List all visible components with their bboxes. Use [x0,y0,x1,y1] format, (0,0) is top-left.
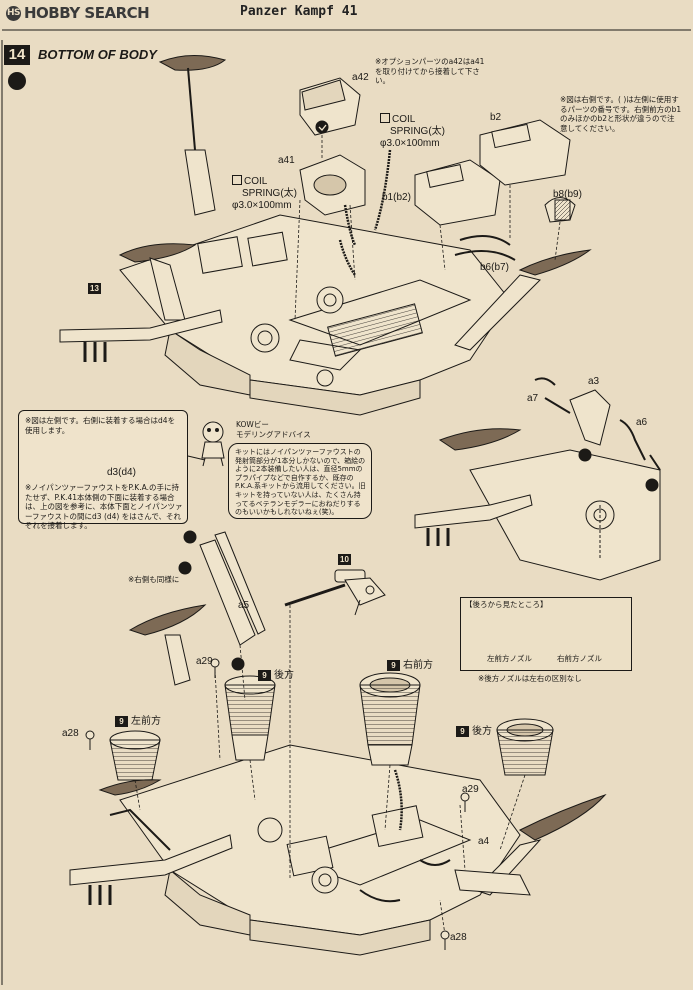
kow-header: KOWビー モデリングアドバイス [236,420,311,439]
label-a5: a5 [238,600,250,611]
pin-parts [85,561,470,950]
rear-view-note: ※後方ノズルは左右の区別なし [478,674,582,683]
label-a3: a3 [588,376,600,387]
lower-left-leg [69,604,233,905]
lower-body-assembly [119,744,521,956]
nozzle-rear-right [496,718,554,776]
step-title: BOTTOM OF BODY [38,47,157,62]
kow-subtitle: モデリングアドバイス [236,429,311,439]
nozzle-left-front [109,730,161,781]
lower-coil-spring [393,769,403,831]
label-b2: b2 [490,112,502,123]
label-a41: a41 [278,155,295,166]
nozzle-rear-left [224,675,276,761]
label-a7: a7 [527,393,539,404]
label-b8b9: b8(b9) [553,189,582,200]
rear-view-left-label: 左前方ノズル [487,654,532,663]
coil-spring-right: COIL SPRING(太) φ3.0×100mm [380,113,445,150]
upper-right-leg [454,249,592,351]
nozzle-right-front [359,672,421,766]
kow-text: キットにはノイパンツァーファウストの発射筒部分が1本分しかないので、箱絵のように… [235,448,366,517]
label-a28-bottom: a28 [450,932,467,943]
left-note-top: ※図は左側です。右側に装着する場合はd4を使用します。 [25,416,176,435]
coil-right-line1: COIL [392,114,416,125]
a5-arm [183,530,266,646]
right-side-note: ※図は右側です。( )は左側に使用するパーツの番号です。右側前方のb1のみほかの… [560,95,682,133]
upper-body-assembly [119,214,511,416]
panzerfaust-drawing [284,569,386,616]
lower-leader-lines [134,605,526,936]
label-a28-top: a28 [62,728,79,739]
kow-advice-box: キットにはノイパンツァーファウストの発射筒部分が1本分しかないので、箱絵のように… [228,443,372,519]
a41-a42-covers [299,77,392,246]
label-d3d4: d3(d4) [107,467,136,478]
model-name: Panzer Kampf 41 [240,4,358,19]
b1-b2-blocks [414,119,576,261]
kow-name: KOWビー [236,420,269,429]
label-a4: a4 [478,836,490,847]
step-number: 14 [4,45,30,65]
top-leader-lines [294,135,561,321]
left-note-bottom: ※ノイパンツァーファウストをP.K.A.の手に持たせず、P.K.41本体側の下面… [25,483,183,530]
label-a29-top: a29 [196,656,213,667]
mid-right-subassembly [414,377,661,581]
watermark-text: HOBBY SEARCH [24,4,150,22]
lower-right-leg [454,793,607,896]
coil-left-line1: COIL [244,176,268,187]
rear-view-right-label: 右前方ノズル [557,654,602,663]
coil-spring-left: COIL SPRING(太) φ3.0×100mm [232,175,297,212]
label-b6b7: b6(b7) [480,262,509,273]
checkbox-square-icon [232,175,242,185]
label-a29-bottom: a29 [462,784,479,795]
left-note-box: ※図は左側です。右側に装着する場合はd4を使用します。 d3(d4) ※ノイパン… [18,410,188,530]
label-a42: a42 [352,72,369,83]
coil-left-line3: φ3.0×100mm [232,200,292,211]
coil-right-line2: SPRING(太) [390,126,445,137]
label-b1b2: b1(b2) [382,192,411,203]
same-right-note: ※右側も同様に [128,575,180,584]
coil-left-line2: SPRING(太) [242,188,297,199]
ref-10: 10 [338,549,354,568]
rear-view-title: 【後ろから見たところ】 [465,600,548,609]
coil-right-line3: φ3.0×100mm [380,138,440,149]
upper-left-leg [59,54,227,362]
step-marker-icon [8,72,26,90]
option-note: ※オプションパーツのa42はa41を取り付けてから接着して下さい。 [375,57,485,85]
rear-view-box: 【後ろから見たところ】 左前方ノズル 右前方ノズル [460,597,632,671]
checkbox-square-icon [380,113,390,123]
label-a6: a6 [636,417,648,428]
hobby-search-icon: HS [6,6,21,21]
ref-13: 13 [88,278,104,297]
kow-mascot [201,421,225,467]
